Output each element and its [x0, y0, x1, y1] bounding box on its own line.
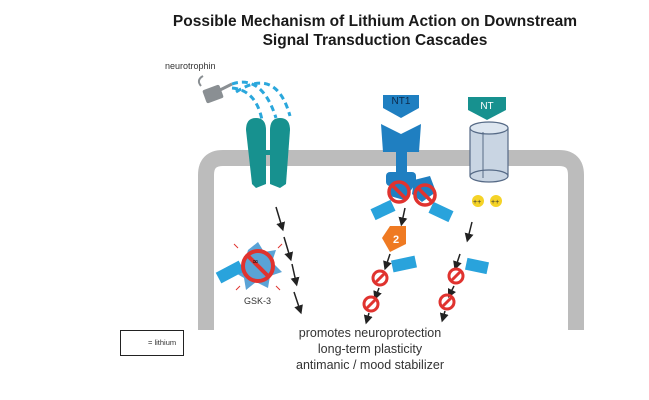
- outcome-neuroprotection: promotes neuroprotection: [298, 326, 442, 340]
- kinase-2: [382, 226, 406, 252]
- nt-ligand: [468, 97, 506, 120]
- diagram-title-line1: Possible Mechanism of Lithium Action on …: [172, 13, 578, 30]
- ion-channel: [469, 121, 509, 183]
- trk-receptor: [246, 118, 290, 188]
- left-cascade-arrows: [275, 206, 303, 315]
- kinase-2-label: 2: [393, 234, 399, 246]
- outcome-plasticity: long-term plasticity: [317, 342, 423, 356]
- gsk3-complex: ∞: [215, 242, 283, 291]
- diagram-title-line2: Signal Transduction Cascades: [262, 32, 488, 49]
- cell-membrane: [198, 150, 584, 330]
- watering-can-icon: [197, 75, 233, 104]
- gsk3-label: GSK-3: [244, 296, 272, 306]
- nt-label: NT: [480, 101, 494, 112]
- legend-box: [120, 330, 184, 356]
- outcome-mood-stabilizer: antimanic / mood stabilizer: [296, 358, 444, 372]
- nt1-ligand: [383, 95, 419, 118]
- middle-cascade: 2: [362, 172, 454, 325]
- nt1-label: NT1: [391, 96, 411, 107]
- right-cascade: [438, 221, 490, 323]
- svg-text:++: ++: [491, 199, 499, 206]
- neurotrophin-label: neurotrophin: [165, 61, 216, 71]
- neurotrophin-drops: [231, 80, 292, 121]
- calcium-ions: ++ ++: [472, 195, 502, 207]
- svg-text:++: ++: [473, 199, 481, 206]
- svg-text:∞: ∞: [252, 257, 259, 266]
- legend-label: = lithium: [148, 338, 177, 347]
